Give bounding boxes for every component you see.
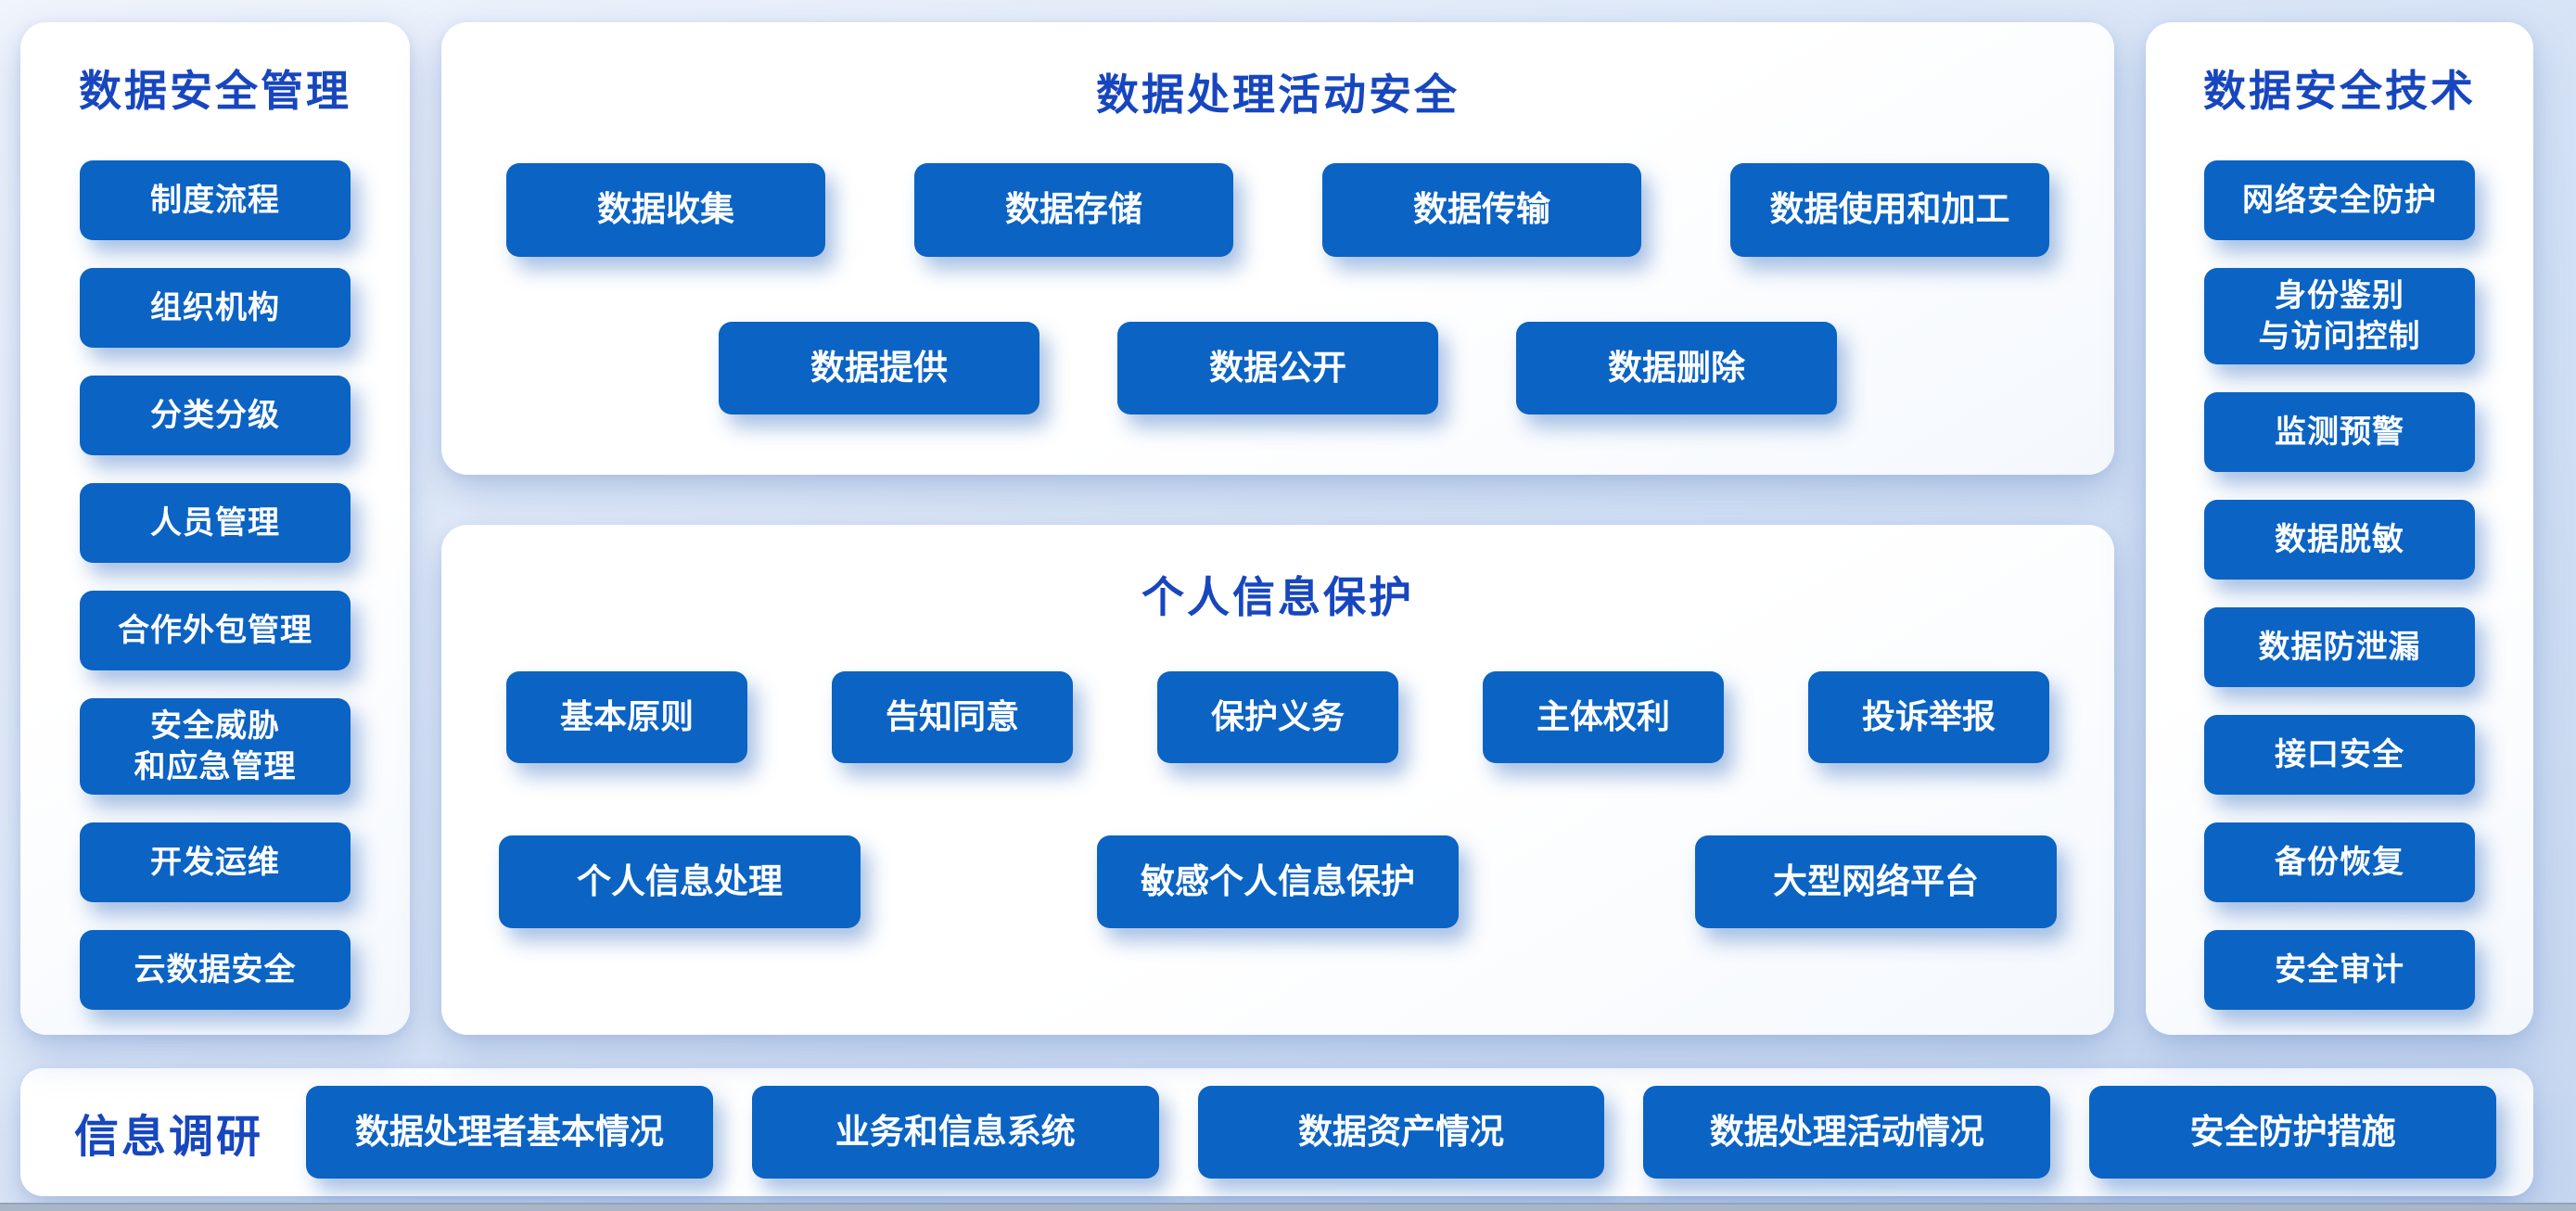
technology-item-box: 接口安全 (2204, 715, 2475, 796)
management-panel: 数据安全管理 制度流程 组织机构 分类分级 人员管理 合作外包管理 安全威胁 和… (20, 22, 410, 1035)
management-item-box: 开发运维 (80, 822, 351, 903)
management-panel-title: 数据安全管理 (79, 67, 351, 115)
personal-info-item-box: 告知同意 (832, 671, 1073, 763)
personal-info-item-box: 个人信息处理 (499, 835, 861, 928)
personal-info-item-box: 敏感个人信息保护 (1097, 835, 1459, 928)
technology-item-box: 身份鉴别 与访问控制 (2204, 268, 2475, 365)
processing-panel-title: 数据处理活动安全 (1096, 70, 1460, 119)
personal-info-item-box: 投诉举报 (1808, 671, 2049, 763)
window-bottom-edge (0, 1203, 2576, 1211)
technology-item-box: 数据防泄漏 (2204, 607, 2475, 688)
personal-info-panel-title: 个人信息保护 (1141, 573, 1414, 621)
processing-item-box: 数据使用和加工 (1730, 163, 2049, 257)
personal-info-panel: 个人信息保护 基本原则 告知同意 保护义务 主体权利 投诉举报 (441, 525, 2114, 1035)
processing-row-1: 数据收集 数据存储 数据传输 数据使用和加工 (441, 163, 2114, 257)
survey-item-box: 数据处理者基本情况 (306, 1086, 713, 1179)
management-item-box: 人员管理 (80, 483, 351, 563)
personal-info-item-box: 大型网络平台 (1695, 835, 2057, 928)
personal-info-item-box: 保护义务 (1157, 671, 1398, 763)
processing-item-box: 数据删除 (1516, 322, 1837, 414)
survey-bar: 信息调研 数据处理者基本情况 业务和信息系统 数据资产情况 数据处理活动情况 安… (20, 1068, 2533, 1196)
technology-item-box: 网络安全防护 (2204, 160, 2475, 240)
personal-info-row-1: 基本原则 告知同意 保护义务 主体权利 投诉举报 (441, 671, 2114, 763)
management-item-box: 合作外包管理 (80, 591, 351, 670)
technology-item-box: 数据脱敏 (2204, 500, 2475, 580)
main-columns: 数据安全管理 制度流程 组织机构 分类分级 人员管理 合作外包管理 安全威胁 和… (20, 22, 2533, 1035)
processing-item-box: 数据公开 (1117, 322, 1438, 414)
processing-row-2: 数据提供 数据公开 数据删除 (441, 322, 2114, 414)
management-item-box: 云数据安全 (80, 930, 351, 1011)
technology-panel: 数据安全技术 网络安全防护 身份鉴别 与访问控制 监测预警 数据脱敏 数据防泄漏… (2146, 22, 2533, 1035)
survey-bar-title: 信息调研 (74, 1113, 264, 1162)
survey-item-list: 数据处理者基本情况 业务和信息系统 数据资产情况 数据处理活动情况 安全防护措施 (306, 1086, 2496, 1179)
personal-info-item-box: 主体权利 (1483, 671, 1724, 763)
management-item-list: 制度流程 组织机构 分类分级 人员管理 合作外包管理 安全威胁 和应急管理 开发… (20, 160, 410, 1011)
technology-item-box: 备份恢复 (2204, 822, 2475, 903)
processing-item-box: 数据收集 (506, 163, 825, 257)
processing-item-box: 数据存储 (914, 163, 1233, 257)
technology-item-list: 网络安全防护 身份鉴别 与访问控制 监测预警 数据脱敏 数据防泄漏 接口安全 备… (2146, 160, 2533, 1011)
survey-item-box: 数据资产情况 (1197, 1086, 1605, 1179)
personal-info-item-box: 基本原则 (506, 671, 747, 763)
personal-info-row-2: 个人信息处理 敏感个人信息保护 大型网络平台 (441, 835, 2114, 928)
processing-panel: 数据处理活动安全 数据收集 数据存储 数据传输 数据使用和加工 数据提供 (441, 22, 2114, 475)
management-item-box: 制度流程 (80, 160, 351, 240)
technology-panel-title: 数据安全技术 (2203, 67, 2476, 115)
technology-item-box: 安全审计 (2204, 930, 2475, 1011)
management-item-box: 组织机构 (80, 268, 351, 348)
technology-item-box: 监测预警 (2204, 392, 2475, 473)
survey-item-box: 数据处理活动情况 (1643, 1086, 2051, 1179)
processing-item-box: 数据传输 (1322, 163, 1641, 257)
center-column: 数据处理活动安全 数据收集 数据存储 数据传输 数据使用和加工 数据提供 (441, 22, 2114, 1035)
survey-item-box: 业务和信息系统 (751, 1086, 1159, 1179)
processing-item-box: 数据提供 (719, 322, 1039, 414)
management-item-box: 分类分级 (80, 376, 351, 455)
survey-item-box: 安全防护措施 (2089, 1086, 2496, 1179)
management-item-box: 安全威胁 和应急管理 (80, 698, 351, 796)
